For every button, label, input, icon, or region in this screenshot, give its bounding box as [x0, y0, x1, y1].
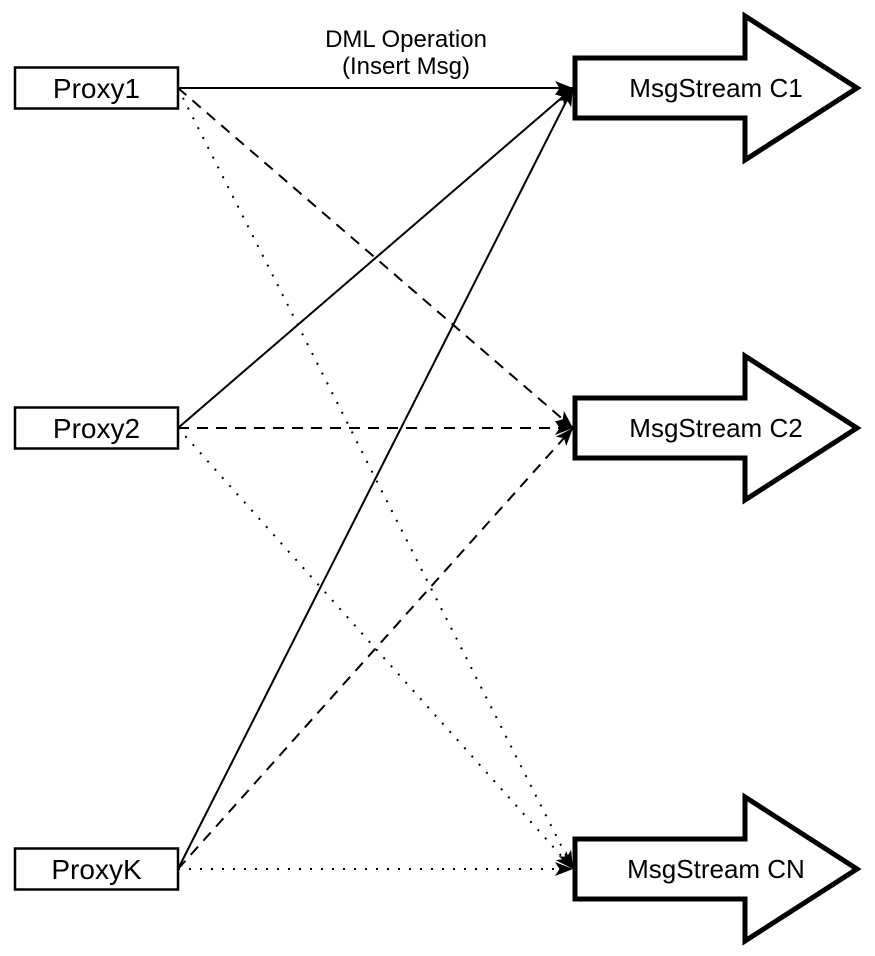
proxyk-label: ProxyK	[51, 854, 142, 885]
node-proxyk: ProxyK	[13, 847, 180, 891]
edge-proxy2-c1-solid	[177, 87, 574, 429]
edge-proxy1-c2-dashed	[177, 87, 574, 429]
proxy2-box	[13, 406, 180, 450]
proxy2-label: Proxy2	[53, 413, 140, 444]
edges-layer	[177, 81, 574, 876]
edge-proxyk-c1-solid	[177, 87, 574, 870]
node-msgstream-cn: MsgStream CN	[572, 792, 862, 946]
msgstream-c1-arrow-shape	[572, 11, 862, 165]
proxyk-box	[13, 847, 180, 891]
node-proxy1: Proxy1	[13, 66, 180, 110]
msgstream-c2-label: MsgStream C2	[629, 413, 802, 443]
proxy1-label: Proxy1	[53, 73, 140, 104]
msgstream-c2-arrow-shape	[572, 351, 862, 505]
dml-operation-label: DML Operation (Insert Msg)	[325, 26, 487, 80]
msgstream-cn-label: MsgStream CN	[627, 854, 805, 884]
node-proxy2: Proxy2	[13, 406, 180, 450]
dml-operation-label-line1: DML Operation	[325, 26, 487, 53]
node-msgstream-c1: MsgStream C1	[572, 11, 862, 165]
msgstream-c1-label: MsgStream C1	[629, 73, 802, 103]
proxy1-box	[13, 66, 180, 110]
dml-operation-label-line2: (Insert Msg)	[342, 53, 470, 80]
msgstream-cn-arrow-shape	[572, 792, 862, 946]
edge-proxyk-c2-dashed	[177, 427, 574, 870]
node-msgstream-c2: MsgStream C2	[572, 351, 862, 505]
